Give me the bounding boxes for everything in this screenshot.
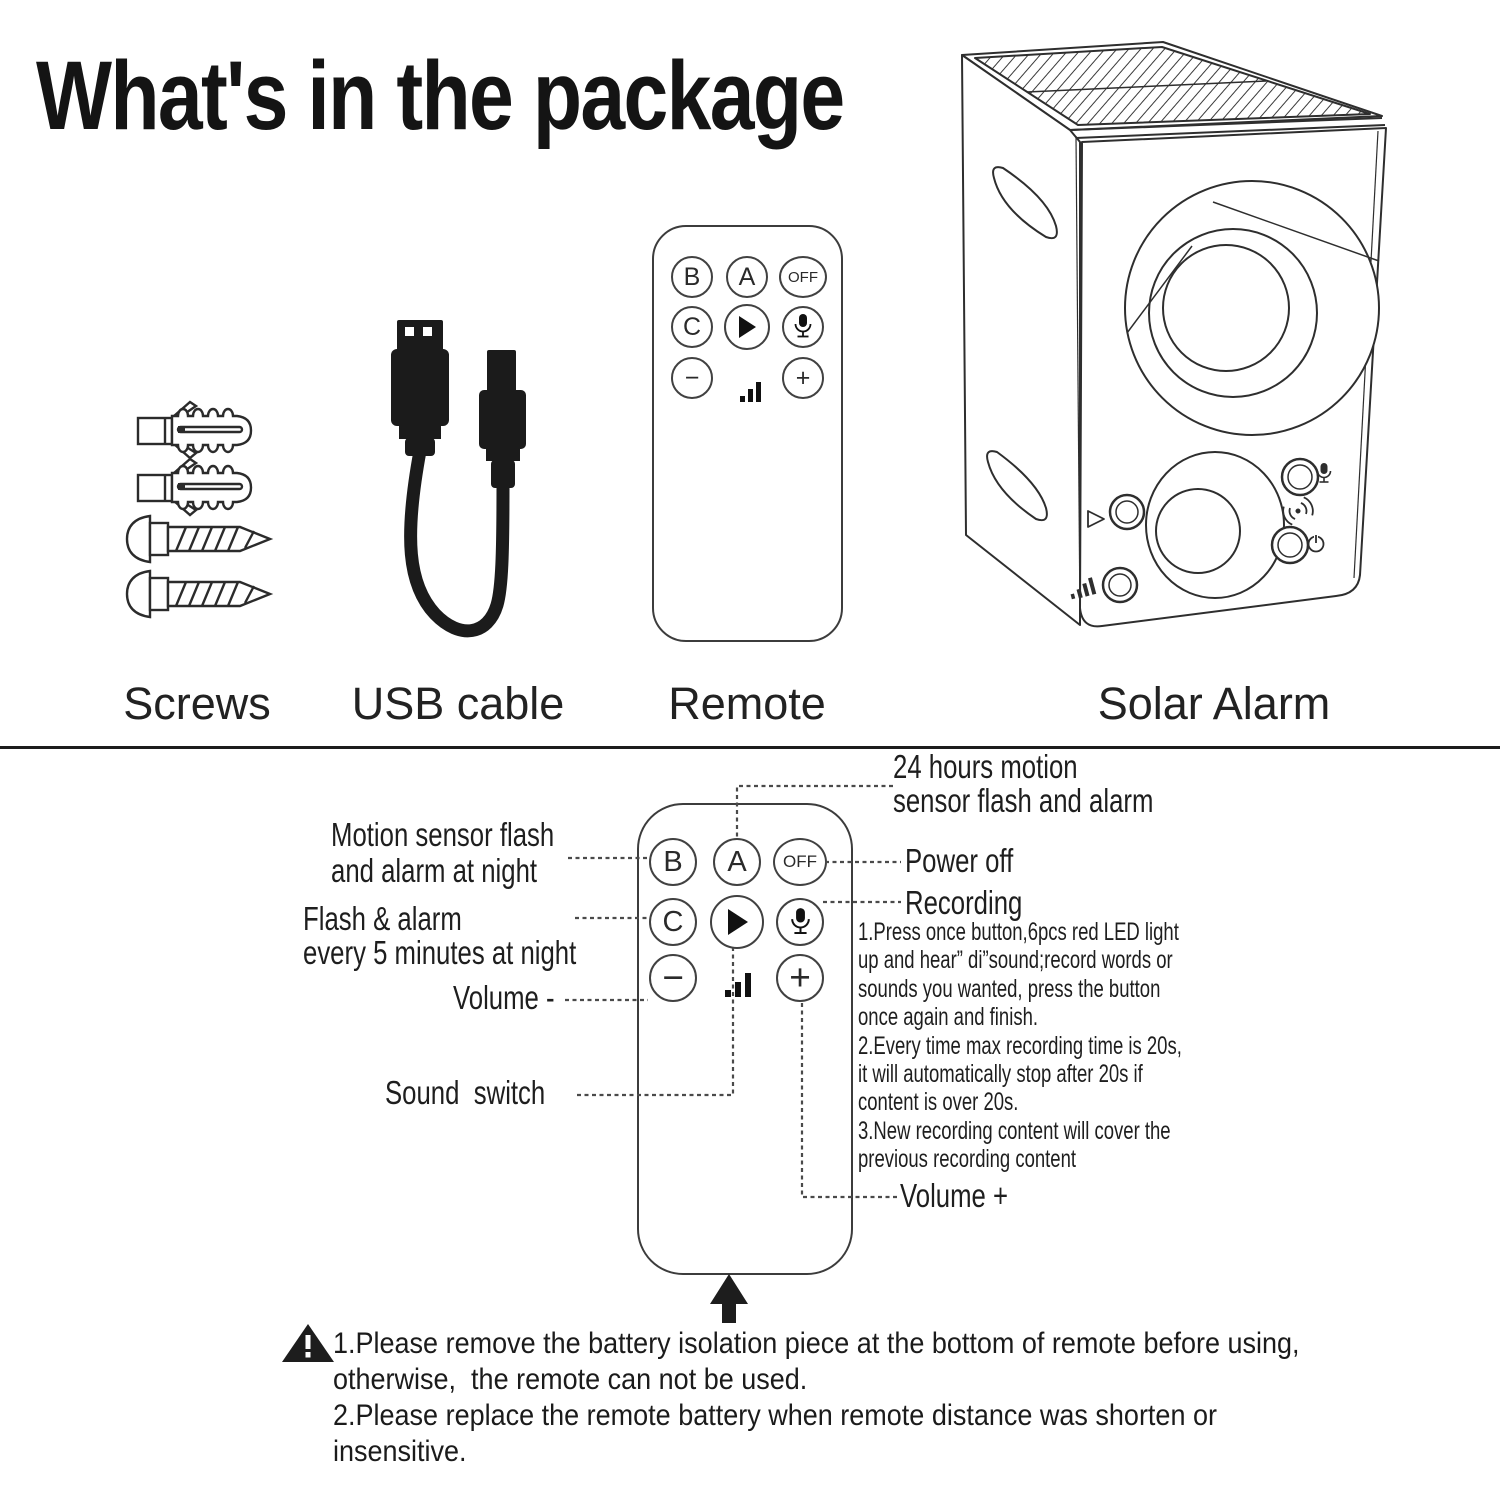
mounting-slot [992, 166, 1058, 240]
remote-button-play [710, 895, 764, 949]
usb-cable-cord [404, 444, 510, 638]
remote-illustration: B A OFF C − + [652, 225, 843, 642]
remote-diagram: B A OFF C − + [637, 803, 853, 1275]
remote-button-play [724, 304, 770, 350]
mounting-slot [986, 450, 1048, 522]
remote-button-c: C [671, 306, 713, 348]
usb-a-plug-shield [397, 320, 443, 351]
remote-button-a: A [726, 256, 768, 298]
mic-icon [1316, 463, 1332, 483]
section-divider [0, 746, 1500, 749]
wall-anchor [136, 457, 253, 517]
usb-cable-illustration [391, 320, 526, 638]
play-icon [727, 909, 751, 935]
side-face [961, 54, 1081, 626]
up-arrow-icon [710, 1274, 748, 1323]
recording-notes: 1.Press once button,6pcs red LED light u… [858, 918, 1182, 1174]
label-solar-alarm: Solar Alarm [1097, 678, 1331, 729]
rf-waves-icon [1282, 496, 1314, 526]
label-recording: Recording [905, 884, 1023, 921]
label-sound-switch: Sound switch [385, 1074, 546, 1111]
screws-illustration [125, 400, 272, 619]
remote-button-a: A [713, 838, 761, 886]
usb-b-plug-shield [487, 350, 516, 392]
label-remote: Remote [668, 678, 826, 729]
usb-b-plug-body [479, 390, 526, 449]
solar-alarm-illustration [961, 41, 1387, 628]
remote-button-off: OFF [773, 838, 827, 886]
remote-button-record [782, 306, 824, 348]
remote-button-b: B [671, 256, 713, 298]
remote-button-volume-down: − [671, 357, 713, 399]
label-power-off: Power off [905, 842, 1014, 879]
power-icon [1307, 534, 1325, 553]
remote-button-volume-up: + [776, 954, 824, 1002]
volume-bars-icon [723, 973, 753, 997]
warning-notes: 1.Please remove the battery isolation pi… [333, 1327, 1300, 1468]
wall-anchor [136, 400, 253, 460]
label-24h-motion: 24 hours motion sensor flash and alarm [893, 748, 1154, 819]
page-title: What's in the package [36, 41, 845, 150]
label-screws: Screws [123, 678, 271, 729]
label-usb-cable: USB cable [351, 678, 565, 729]
mic-icon [794, 314, 812, 338]
screw [125, 514, 272, 564]
remote-button-volume-down: − [649, 954, 697, 1002]
volume-bars-icon [738, 382, 762, 402]
screw [125, 569, 272, 619]
label-volume-minus: Volume - [453, 979, 555, 1016]
label-volume-plus: Volume + [900, 1177, 1009, 1214]
remote-button-off: OFF [779, 256, 827, 298]
play-icon [1087, 510, 1105, 528]
label-motion-night: Motion sensor flash and alarm at night [331, 816, 555, 889]
label-flash-5min: Flash & alarm every 5 minutes at night [303, 900, 577, 971]
remote-button-record [776, 898, 824, 946]
usb-a-plug-body [391, 349, 449, 426]
remote-button-b: B [649, 838, 697, 886]
mic-icon [790, 907, 810, 934]
remote-button-volume-up: + [782, 357, 824, 399]
warning-icon [282, 1324, 334, 1362]
remote-button-c: C [649, 898, 697, 946]
volume-bars-icon [1070, 577, 1097, 600]
play-icon [739, 316, 759, 338]
